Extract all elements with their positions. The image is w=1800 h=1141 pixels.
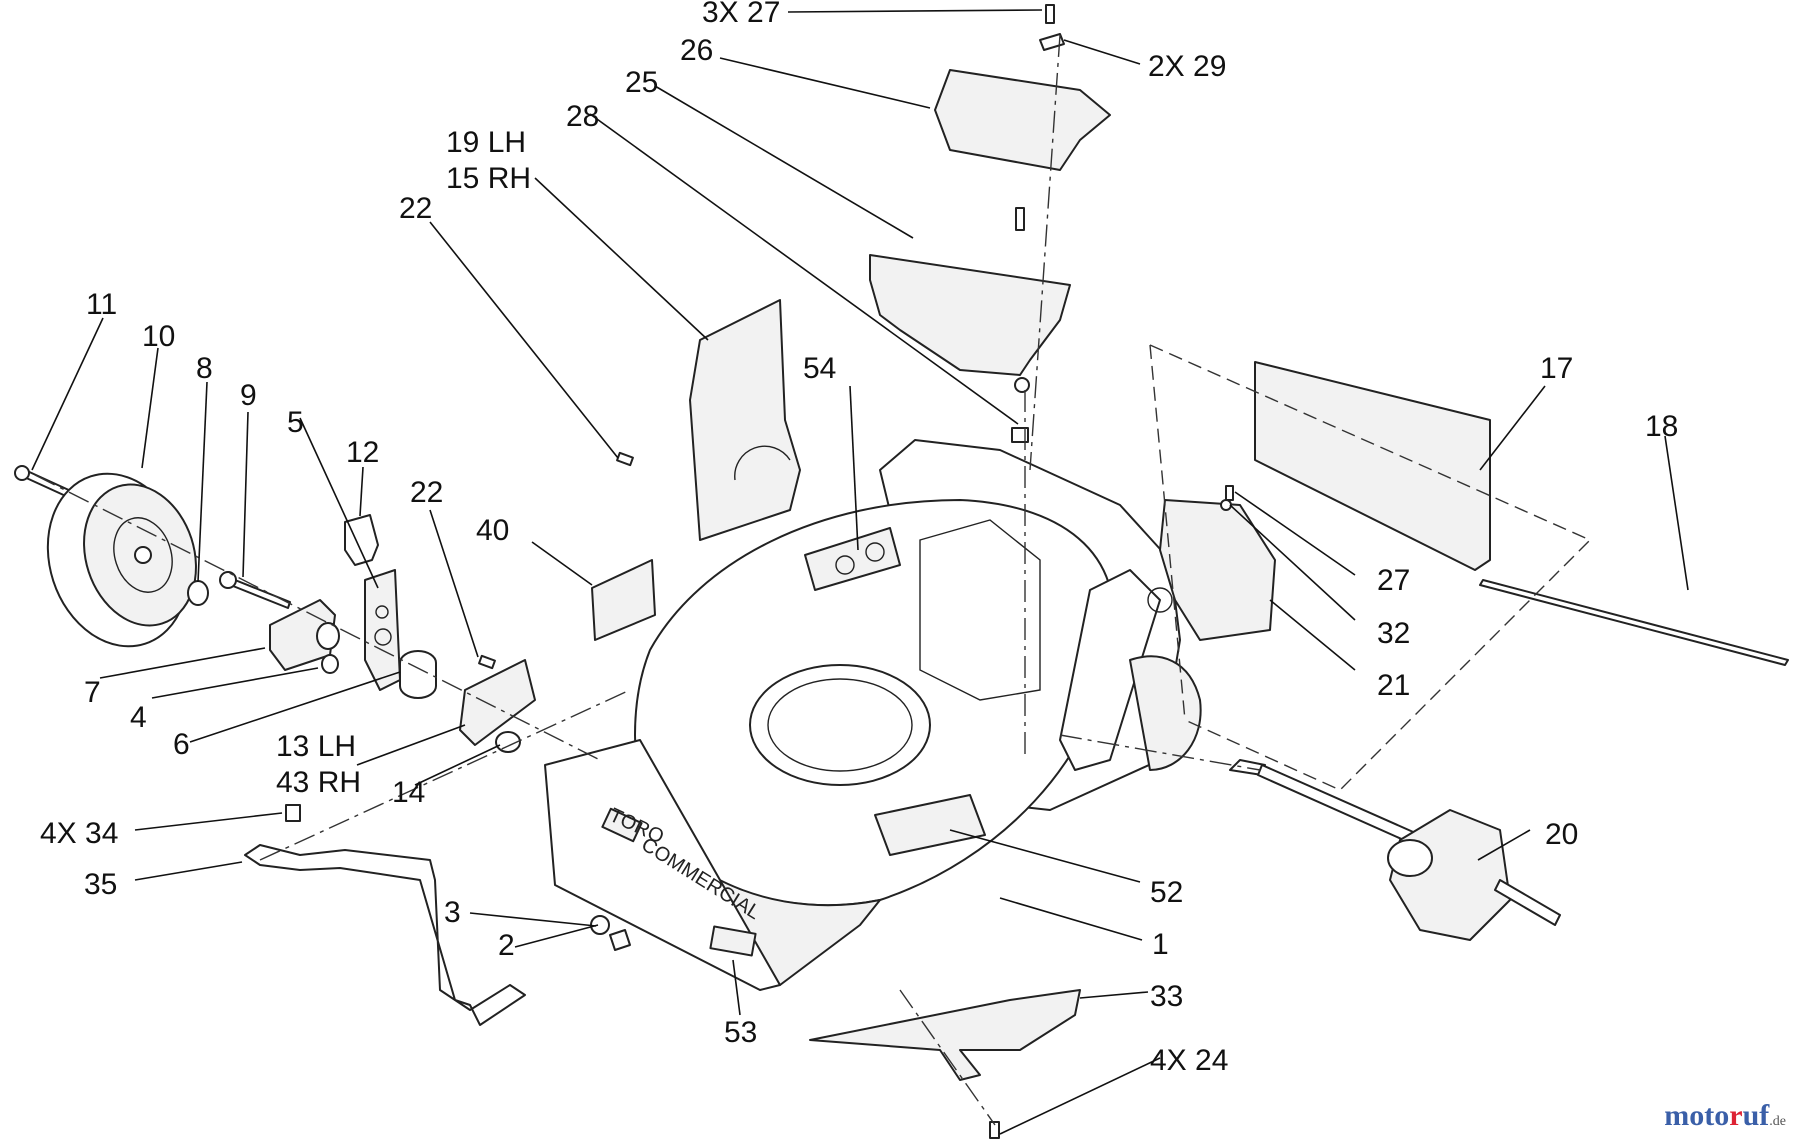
part-40-plate: [591, 559, 656, 641]
callout-15: 15 RH: [446, 162, 531, 195]
callout-54: 54: [803, 352, 836, 385]
rod-18: [1479, 579, 1789, 666]
callout-7: 7: [84, 676, 101, 709]
callout-10: 10: [142, 320, 175, 353]
callout-20: 20: [1545, 818, 1578, 851]
transmission-20: [1229, 759, 1561, 941]
callout-12: 12: [346, 436, 379, 469]
watermark-part3: uf: [1742, 1099, 1770, 1132]
callout-6: 6: [173, 728, 190, 761]
callout-29: 2X 29: [1148, 50, 1226, 83]
mower-deck: TORO COMMERCIAL: [544, 439, 1202, 991]
chute-cover-25: [869, 254, 1071, 376]
axle-rod-35: [244, 804, 631, 1026]
callout-34: 4X 34: [40, 817, 118, 850]
decal-54: [804, 527, 901, 591]
callout-33: 33: [1150, 980, 1183, 1013]
callout-14: 14: [392, 776, 425, 809]
callout-22-top: 22: [399, 192, 432, 225]
callout-53: 53: [724, 1016, 757, 1049]
callout-22-mid: 22: [410, 476, 443, 509]
callout-43: 43 RH: [276, 766, 361, 799]
callout-28: 28: [566, 100, 599, 133]
baffle-21: [1159, 499, 1276, 641]
watermark-tld: .de: [1769, 1114, 1786, 1129]
wheel-assembly: [14, 451, 634, 753]
baffle-33: [809, 989, 1081, 1081]
callout-4: 4: [130, 701, 147, 734]
callout-52: 52: [1150, 876, 1183, 909]
watermark-part2: r: [1729, 1099, 1743, 1132]
callout-1: 1: [1152, 928, 1169, 961]
callout-32: 32: [1377, 617, 1410, 650]
top-cover-26: [934, 69, 1111, 171]
callout-21: 21: [1377, 669, 1410, 702]
callout-19: 19 LH: [446, 126, 526, 159]
callout-25: 25: [625, 66, 658, 99]
callout-17: 17: [1540, 352, 1573, 385]
watermark-part1: moto: [1664, 1099, 1730, 1132]
hardware-24: [989, 1121, 1000, 1139]
rear-flap-17: [1254, 361, 1491, 571]
callout-11: 11: [86, 288, 117, 321]
callout-40: 40: [476, 514, 509, 547]
callout-35: 35: [84, 868, 117, 901]
callout-8: 8: [196, 352, 213, 385]
leader-lines: [31, 9, 1689, 1135]
callout-24: 4X 24: [1150, 1044, 1228, 1077]
callout-5: 5: [287, 406, 304, 439]
callout-9: 9: [240, 379, 257, 412]
callout-labels: 3X 27 2X 29 26 25 28 19 LH 15 RH 22 54 1…: [40, 0, 1678, 1077]
side-bracket-19-15: [689, 299, 801, 541]
callout-27-right: 27: [1377, 564, 1410, 597]
callout-13: 13 LH: [276, 730, 356, 763]
callout-18: 18: [1645, 410, 1678, 443]
watermark-logo: motoruf.de: [1664, 1099, 1786, 1133]
callout-27-top: 3X 27: [702, 0, 780, 29]
callout-26: 26: [680, 34, 713, 67]
hardware-27-29: [1011, 4, 1065, 443]
callout-2: 2: [498, 929, 515, 962]
callout-3: 3: [444, 896, 461, 929]
assembly-lines: [34, 34, 1592, 1126]
